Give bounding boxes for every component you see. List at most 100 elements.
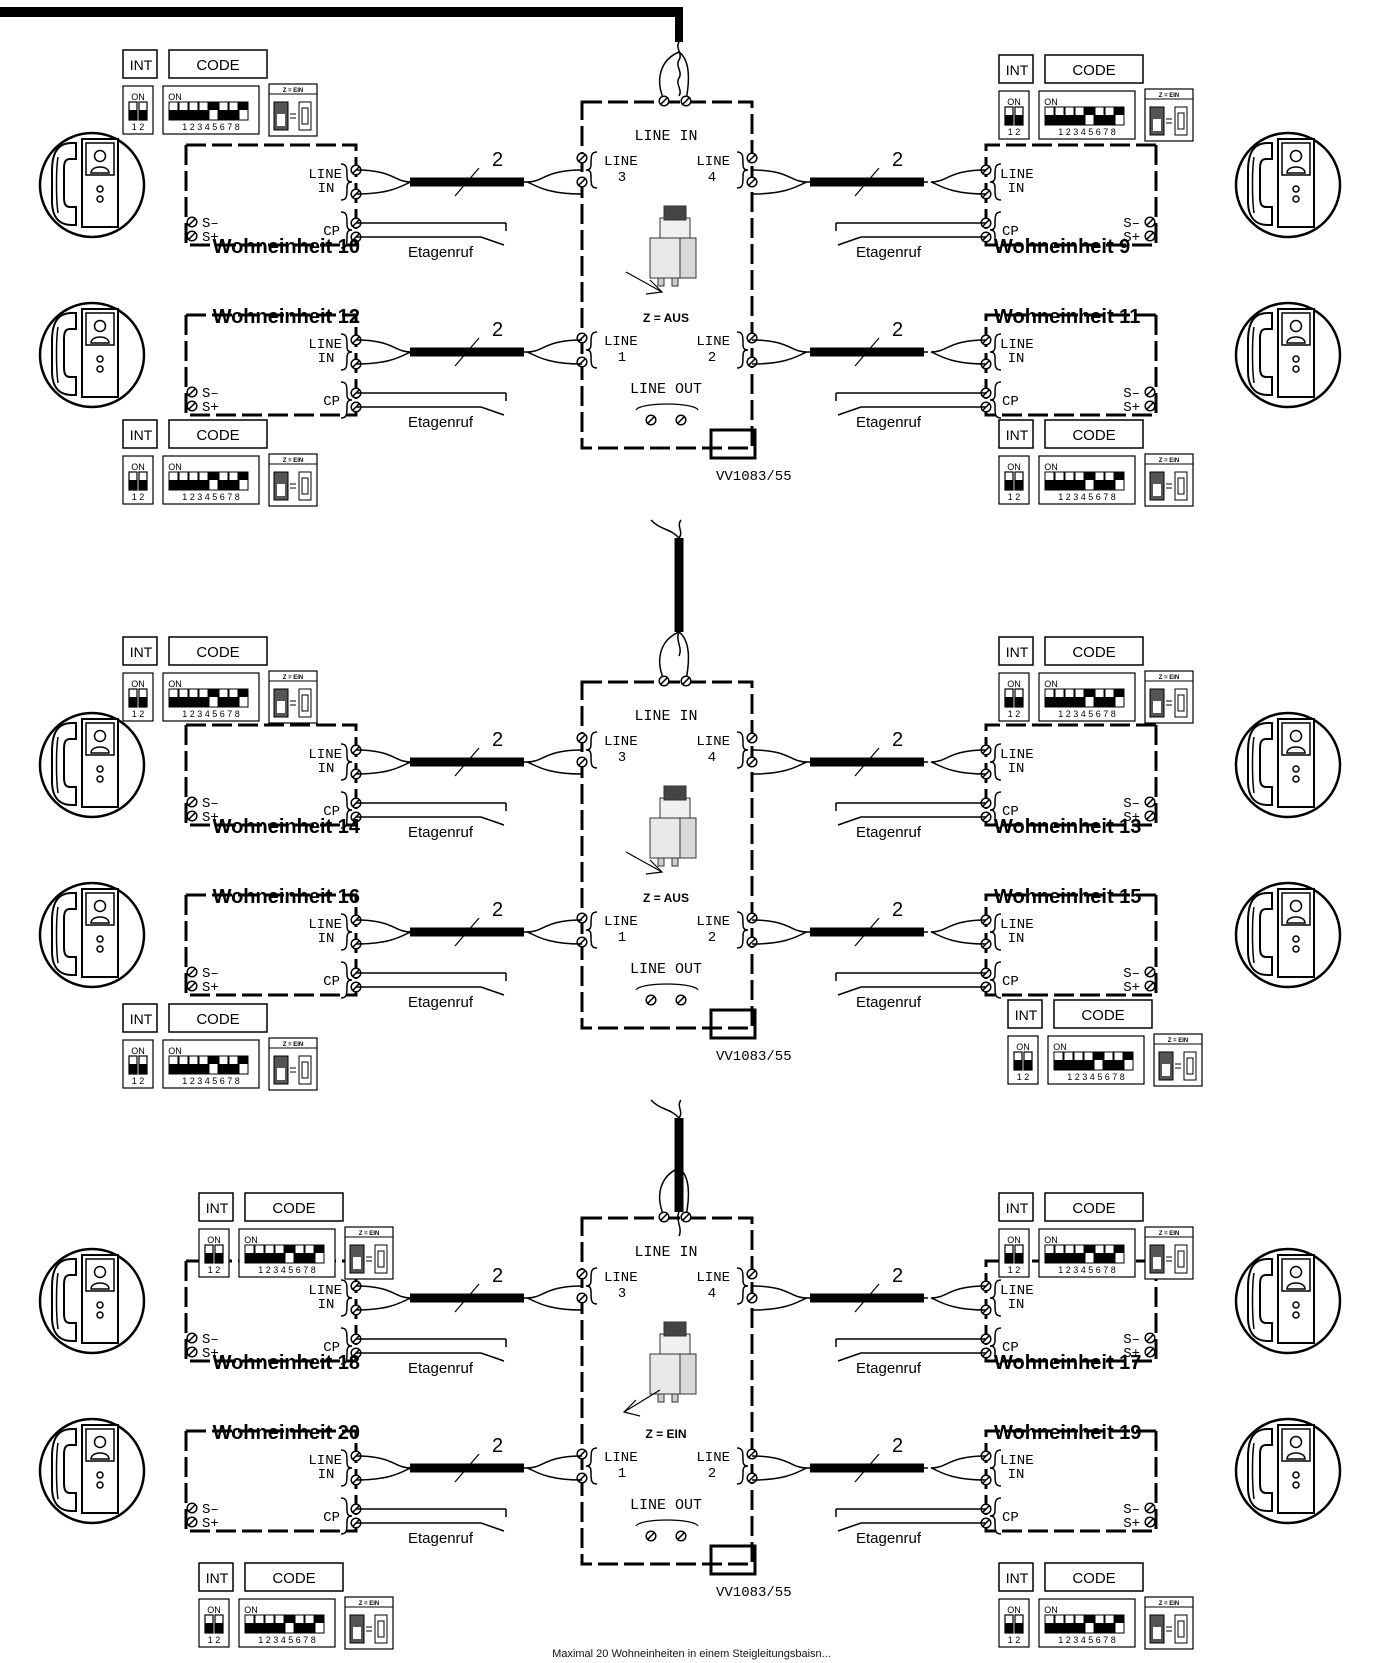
dip-on-label: ON [131, 462, 145, 472]
terminal-dot [1144, 1502, 1156, 1514]
distributor-port-line-label: LINE [604, 734, 638, 750]
unit-title: Wohneinheit 12 [213, 306, 360, 328]
dip-on-label: ON [1007, 1235, 1021, 1245]
dip-on-label: ON [168, 92, 182, 102]
port-brace [585, 331, 598, 369]
unit-line-brace [340, 743, 353, 781]
unit-cp-label: CP [1002, 974, 1019, 990]
distributor-port-line-label: LINE [696, 1270, 730, 1286]
etagenruf-label: Etagenruf [408, 1360, 474, 1377]
terminal-dot [186, 966, 198, 978]
unit-s-plus-label: S+ [1123, 1346, 1140, 1362]
terminal-dot [1144, 386, 1156, 398]
dip-numbers: 1 2 [132, 709, 145, 719]
int-label: INT [1006, 1200, 1029, 1216]
z-ein-label: Z = EIN [283, 458, 304, 464]
terminal-dot [576, 1472, 588, 1484]
z-ein-label: Z = EIN [1159, 1601, 1180, 1607]
int-label: INT [130, 1011, 153, 1027]
unit-cp-label: CP [323, 394, 340, 410]
port-brace [585, 1267, 598, 1305]
unit-s-minus-label: S– [1123, 1332, 1140, 1348]
z-ein-label: Z = EIN [1159, 1231, 1180, 1237]
code-label: CODE [1072, 62, 1115, 79]
unit-s-plus-label: S+ [1123, 230, 1140, 246]
unit-s-plus-label: S+ [202, 980, 219, 996]
dip-numbers: 1 2 3 4 5 6 7 8 [1058, 492, 1116, 502]
jumper-illustration [649, 1321, 697, 1403]
unit-cp-label: CP [323, 1510, 340, 1526]
cable-pair-count: 2 [892, 1265, 903, 1287]
terminal-dot [746, 936, 758, 948]
port-brace [736, 1267, 749, 1305]
video-monitor-icon [38, 131, 146, 239]
terminal-dot [186, 386, 198, 398]
distributor-port-number: 3 [618, 750, 626, 766]
unit-line-label: LINE [308, 337, 342, 353]
unit-title: Wohneinheit 9 [994, 236, 1130, 258]
unit-in-label: IN [318, 351, 335, 367]
unit-line-label: LINE [1000, 917, 1034, 933]
code-box [1044, 1562, 1144, 1592]
dip-on-label: ON [1044, 462, 1058, 472]
port-brace [736, 731, 749, 769]
terminal-dot [746, 1268, 758, 1280]
terminal-dot [576, 152, 588, 164]
terminal-dot [576, 756, 588, 768]
unit-in-label: IN [1008, 351, 1025, 367]
terminal-dot [186, 1516, 198, 1528]
video-monitor-icon [38, 711, 146, 819]
dip-on-label: ON [1044, 1605, 1058, 1615]
terminal-dot [576, 732, 588, 744]
cable-pair-count: 2 [892, 729, 903, 751]
unit-cp-brace [989, 961, 1002, 999]
video-monitor-icon [1234, 131, 1342, 239]
unit-s-minus-label: S– [1123, 966, 1140, 982]
distributor-port-line-label: LINE [604, 154, 638, 170]
distributor-port-number: 3 [618, 170, 626, 186]
terminal-dot [1144, 966, 1156, 978]
terminal-dot [1144, 1346, 1156, 1358]
code-label: CODE [196, 427, 239, 444]
z-ein-label: Z = EIN [1168, 1038, 1189, 1044]
video-monitor-icon [38, 1247, 146, 1355]
etagenruf-label: Etagenruf [856, 1360, 922, 1377]
unit-in-label: IN [1008, 1297, 1025, 1313]
terminal-dot [746, 912, 758, 924]
dip-on-label: ON [1007, 679, 1021, 689]
unit-cp-label: CP [323, 224, 340, 240]
unit-line-brace [340, 913, 353, 951]
terminal-dot [658, 95, 670, 107]
unit-s-minus-label: S– [202, 796, 219, 812]
unit-line-brace [340, 333, 353, 371]
etagenruf-label: Etagenruf [408, 244, 474, 261]
model-box [709, 1008, 757, 1040]
unit-cp-label: CP [1002, 394, 1019, 410]
code-label: CODE [1072, 1200, 1115, 1217]
unit-s-minus-label: S– [202, 386, 219, 402]
video-monitor-icon [1234, 711, 1342, 819]
unit-line-brace [340, 1279, 353, 1317]
terminal-dot [680, 1211, 692, 1223]
unit-cp-label: CP [1002, 224, 1019, 240]
dip-on-label: ON [1007, 462, 1021, 472]
distributor-model-label: VV1083/55 [716, 469, 792, 485]
terminal-dot [576, 332, 588, 344]
dip-numbers: 1 2 3 4 5 6 7 8 [1058, 1635, 1116, 1645]
unit-line-label: LINE [1000, 167, 1034, 183]
unit-s-plus-label: S+ [202, 1516, 219, 1532]
terminal-dot [1144, 400, 1156, 412]
terminal-dot [680, 675, 692, 687]
unit-line-label: LINE [308, 167, 342, 183]
code-label: CODE [1072, 1570, 1115, 1587]
code-box [1053, 999, 1153, 1029]
cable-pair-count: 2 [492, 1265, 503, 1287]
unit-in-label: IN [318, 1467, 335, 1483]
dip-numbers: 1 2 [1008, 1265, 1021, 1275]
dip-numbers: 1 2 [1008, 1635, 1021, 1645]
int-box [998, 419, 1034, 449]
code-box [244, 1562, 344, 1592]
unit-s-plus-label: S+ [202, 1346, 219, 1362]
int-label: INT [130, 427, 153, 443]
terminal-dot [645, 414, 657, 426]
